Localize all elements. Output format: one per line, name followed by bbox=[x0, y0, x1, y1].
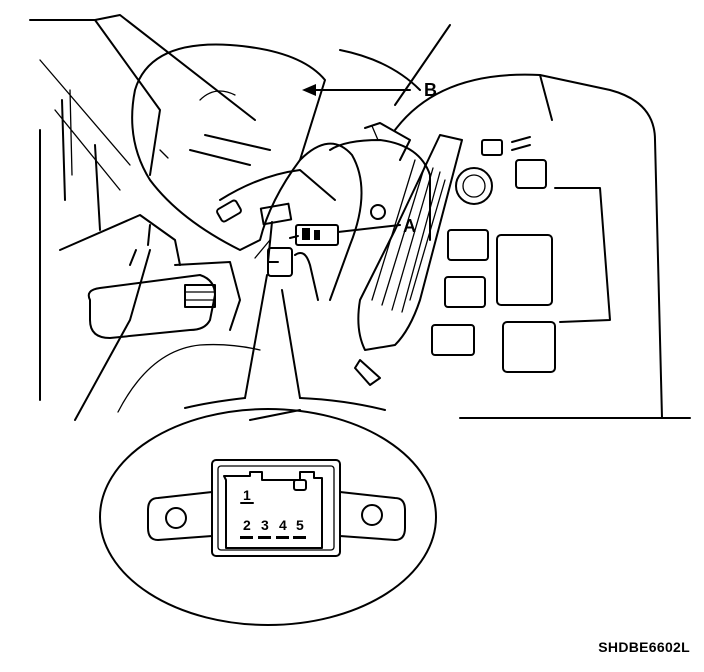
figure-code: SHDBE6602L bbox=[598, 639, 690, 655]
pin-label-2: 2 bbox=[243, 517, 251, 533]
mounting-ear-right bbox=[339, 491, 406, 541]
combination-switch-lever bbox=[59, 214, 241, 339]
arrow-b bbox=[302, 84, 316, 96]
pin-label-1: 1 bbox=[243, 487, 251, 503]
callout-label-a: A bbox=[403, 216, 416, 236]
pin-label-4: 4 bbox=[279, 517, 287, 533]
connector-body bbox=[211, 459, 341, 557]
pin-markers bbox=[240, 536, 306, 539]
panel-button-1 bbox=[447, 229, 489, 261]
mounting-ear-left bbox=[147, 491, 213, 541]
switch-a bbox=[254, 202, 339, 301]
terminal-face bbox=[223, 471, 323, 549]
control-panel bbox=[431, 136, 611, 373]
panel-button-3 bbox=[431, 324, 475, 356]
callout-b: B bbox=[302, 80, 437, 100]
detail-ellipse bbox=[99, 408, 437, 626]
pin-label-5: 5 bbox=[296, 517, 304, 533]
panel-button-2 bbox=[444, 276, 486, 308]
center-vent bbox=[354, 134, 463, 386]
pin-label-3: 3 bbox=[261, 517, 269, 533]
mounting-hole-left bbox=[165, 507, 187, 529]
callout-label-b: B bbox=[424, 80, 437, 100]
callout-a: A bbox=[337, 216, 416, 236]
magnify-funnel bbox=[184, 274, 386, 411]
mounting-hole-right bbox=[361, 504, 383, 526]
steering-cover bbox=[131, 43, 363, 301]
dashboard-frame bbox=[29, 14, 691, 421]
connector-detail: 1 2 3 4 5 bbox=[99, 408, 437, 626]
